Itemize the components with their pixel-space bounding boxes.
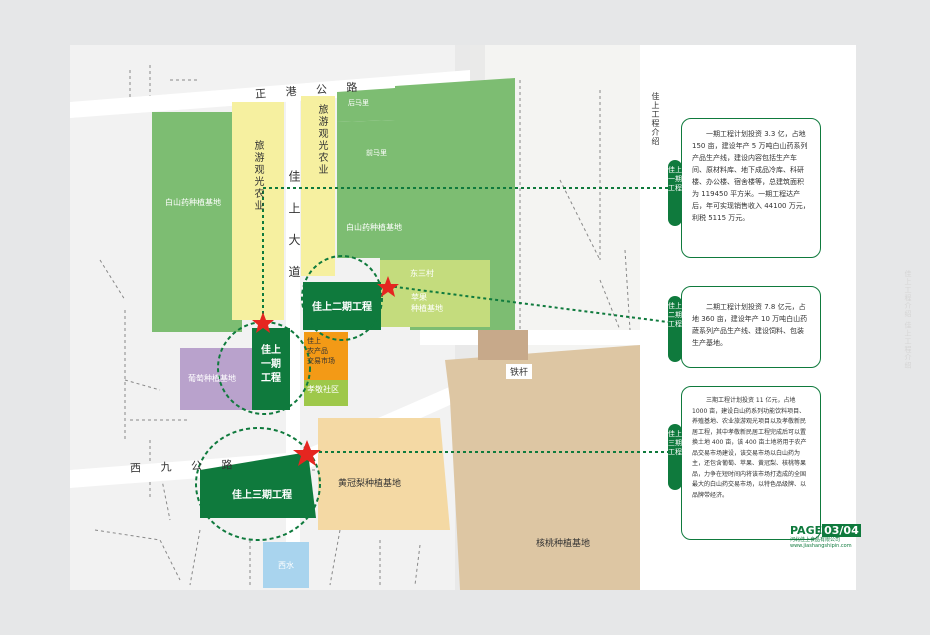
project-phase1-label: 佳上 一期 工程	[261, 345, 281, 384]
road-east	[420, 330, 640, 345]
zone-grape	[180, 348, 252, 410]
label-tourism-2: 旅游观光农业	[316, 104, 327, 176]
project-phase2-label: 佳上二期工程	[312, 302, 372, 313]
project-phase1-block	[252, 328, 290, 410]
side-title: 佳上工程介绍	[651, 92, 660, 146]
label-market: 佳上 农产品 交易市场	[307, 337, 335, 365]
zone-xiaojing	[304, 380, 348, 406]
zone-tourism-2	[301, 96, 335, 276]
phase2-info-tag: 佳上二期工程	[668, 296, 682, 362]
zone-walnut	[445, 345, 640, 590]
zone-baishan-left	[152, 112, 242, 332]
project-phase3-block	[200, 452, 316, 518]
project-circles	[195, 255, 383, 541]
project-phase3-label: 佳上三期工程	[232, 490, 292, 501]
label-walnut: 核桃种植基地	[536, 539, 591, 549]
label-xiaojing: 孝敬社区	[307, 385, 339, 394]
zone-pear	[318, 418, 450, 530]
label-pear: 黄冠梨种植基地	[338, 479, 402, 489]
zone-tourism-1	[232, 102, 284, 320]
zone-houmali	[337, 88, 395, 122]
page-company: 河北佳上食品有限公司 www.jiashangshipin.com	[790, 537, 852, 549]
phase1-info-tag: 佳上一期工程	[668, 160, 682, 226]
phase3-info-box: 三期工程计划投资 11 亿元，占地 1000 亩，建设白山药系列功能饮料项目、养…	[681, 386, 821, 540]
label-baishan-left: 白山药种植基地	[165, 198, 221, 207]
label-grape: 葡萄种植基地	[188, 374, 236, 383]
label-houmali: 后马里	[348, 99, 369, 107]
company-name: 河北佳上食品有限公司	[790, 537, 841, 543]
ghost-text: 佳上工程介绍 佳上工程介绍	[904, 270, 912, 370]
phase2-info-box: 二期工程计划投资 7.8 亿元，占地 360 亩，建设年产 10 万吨白山药蔬系…	[681, 286, 821, 368]
page-num: 03/04	[822, 524, 861, 537]
label-tourism-1: 旅游观光农业	[252, 140, 263, 212]
company-url: www.jiashangshipin.com	[790, 543, 852, 549]
road-zhenggang	[70, 70, 470, 118]
label-dongsancun: 东三村	[410, 269, 434, 278]
road-label-jiashang: 佳 上 大 道	[287, 170, 301, 286]
label-qianmali: 前马里	[366, 149, 387, 157]
label-tiegan: 铁杆	[506, 364, 533, 379]
zone-tiegan-blocks	[478, 330, 528, 360]
label-xishui: 西水	[278, 561, 294, 570]
label-baishan-right: 白山药种植基地	[346, 223, 402, 232]
phase1-info-box: 一期工程计划投资 3.3 亿，占地 150 亩，建设年产 5 万吨白山药系列产品…	[681, 118, 821, 258]
zone-apple	[380, 260, 490, 327]
label-apple: 苹果 种植基地	[411, 293, 443, 313]
project-phase2-block	[303, 282, 381, 330]
star-markers	[252, 276, 399, 466]
zone-baishan-right	[337, 180, 380, 258]
zone-xishui	[263, 542, 309, 588]
leader-lines	[262, 187, 669, 453]
phase3-info-tag: 佳上三期工程	[668, 424, 682, 490]
road-jiashang	[286, 92, 300, 552]
zone-qianmali	[337, 120, 395, 180]
page-label: PAGE	[790, 524, 823, 537]
